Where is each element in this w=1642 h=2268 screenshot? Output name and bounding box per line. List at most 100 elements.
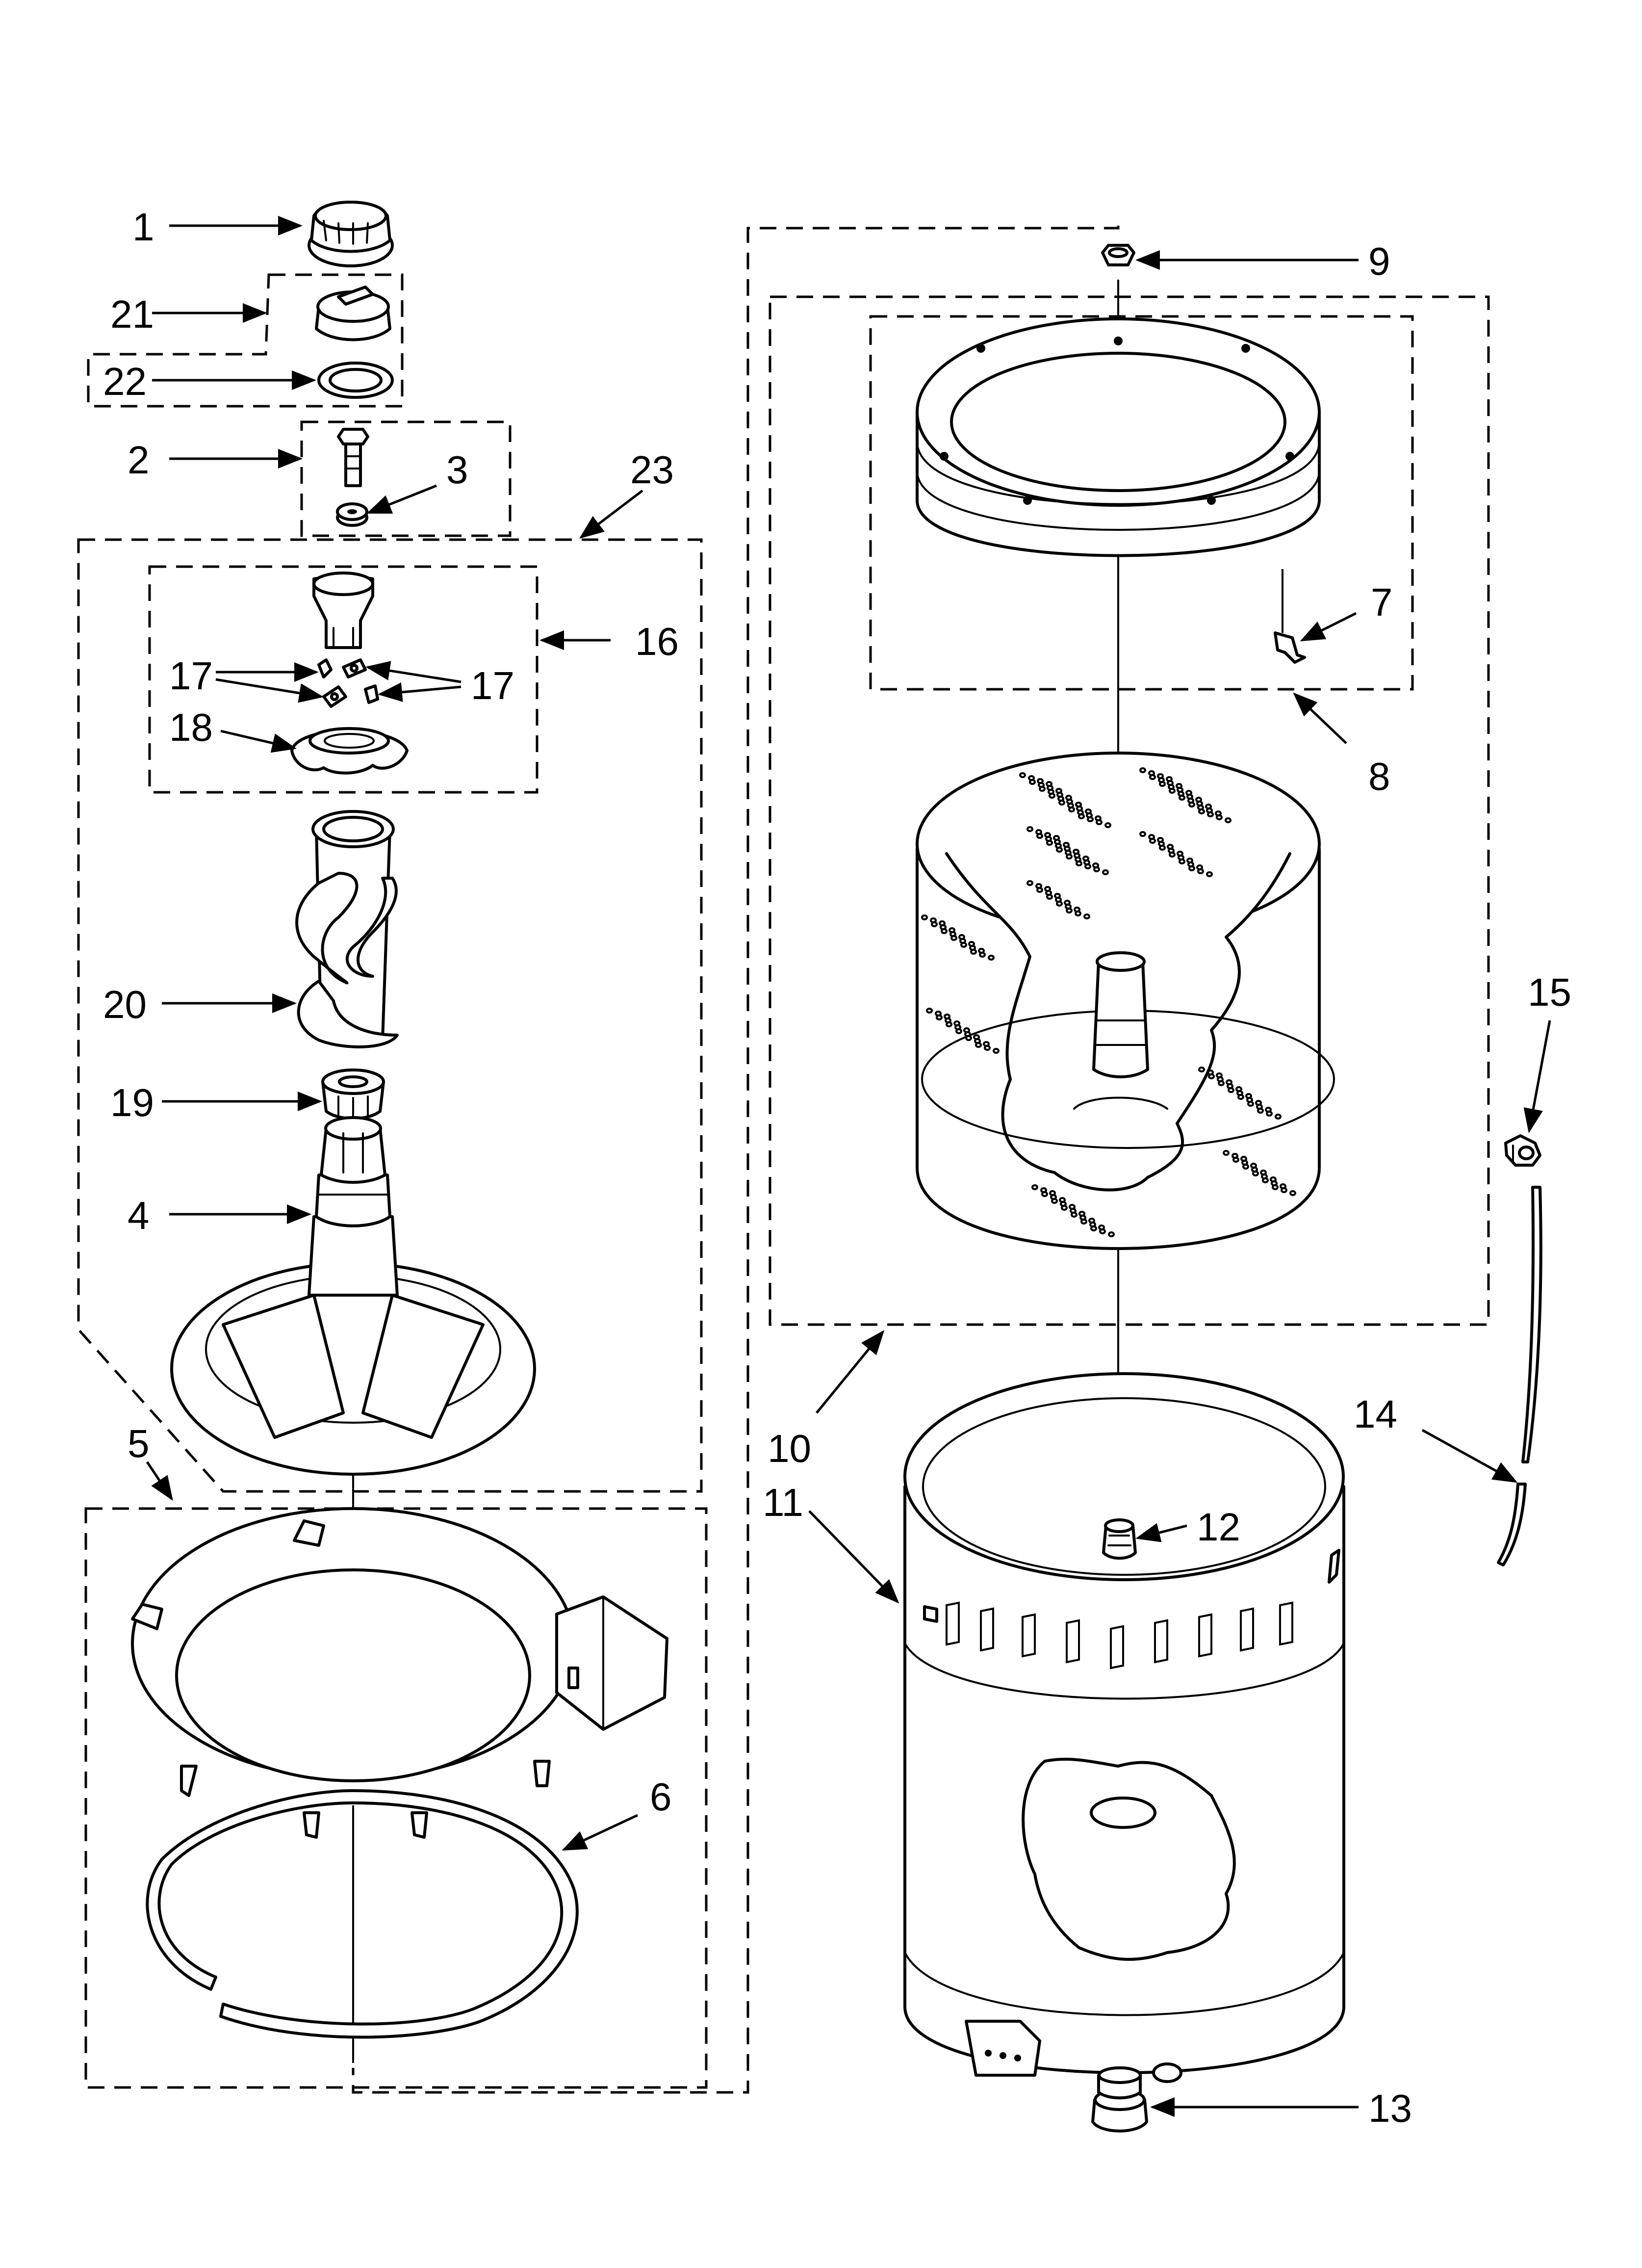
leader-lines xyxy=(146,216,1551,2117)
basket-hole xyxy=(983,1041,990,1047)
basket-hole xyxy=(1289,1190,1296,1196)
label-22: 22 xyxy=(103,360,147,403)
label-12: 12 xyxy=(1197,1505,1240,1549)
basket-hole xyxy=(1026,826,1033,832)
part-17-dogs xyxy=(317,658,379,708)
basket-hole xyxy=(1260,1170,1267,1175)
basket-hole xyxy=(1195,797,1202,803)
label-18: 18 xyxy=(169,705,213,749)
basket-hole xyxy=(1235,1086,1242,1092)
part-5-tub-ring xyxy=(131,1507,668,1839)
basket-hole xyxy=(1083,913,1090,919)
label-13: 13 xyxy=(1368,2086,1412,2130)
label-5: 5 xyxy=(128,1422,150,1465)
part-10-basket-holes xyxy=(921,767,1296,1237)
basket-hole xyxy=(1035,829,1042,835)
part-15-clamp xyxy=(1504,1134,1541,1167)
basket-hole xyxy=(963,1027,970,1033)
basket-hole xyxy=(973,1034,980,1040)
part-11-outer-tub xyxy=(903,1372,1345,2083)
part-10-basket xyxy=(916,752,1335,1250)
basket-hole xyxy=(1176,783,1182,789)
basket-hole xyxy=(1240,1156,1247,1162)
part-12-drive-block xyxy=(1102,1518,1137,1560)
basket-hole xyxy=(1040,1187,1047,1193)
basket-hole xyxy=(1270,1176,1277,1182)
basket-hole xyxy=(1157,773,1164,779)
basket-hole xyxy=(1028,775,1035,781)
basket-hole xyxy=(1075,802,1082,808)
label-4: 4 xyxy=(128,1194,150,1237)
basket-hole xyxy=(1031,1184,1038,1190)
basket-hole xyxy=(1196,864,1203,870)
basket-hole xyxy=(1166,776,1173,782)
part-21 xyxy=(315,286,391,341)
basket-hole xyxy=(968,941,975,947)
basket-hole xyxy=(1215,810,1222,816)
basket-hole xyxy=(1044,832,1051,838)
part-11-tub-slots xyxy=(946,1601,1293,1669)
label-21: 21 xyxy=(110,292,154,336)
basket-hole xyxy=(1104,822,1111,828)
box-10 xyxy=(769,295,1490,1326)
basket-hole xyxy=(1046,781,1052,787)
basket-hole xyxy=(921,914,928,920)
part-19-coupling xyxy=(321,1069,385,1120)
tub-slot xyxy=(1154,1619,1168,1664)
basket-hole xyxy=(1063,842,1070,848)
tub-slot xyxy=(1240,1607,1254,1652)
basket-hole xyxy=(1035,883,1042,889)
tub-slot xyxy=(980,1607,994,1652)
tub-slot xyxy=(1110,1625,1124,1669)
basket-hole xyxy=(1078,1211,1085,1217)
tub-slot xyxy=(1022,1613,1036,1658)
box-8 xyxy=(869,315,1414,691)
part-3-washer xyxy=(336,502,368,527)
basket-hole xyxy=(1245,1093,1252,1099)
basket-hole xyxy=(1026,880,1033,886)
basket-hole xyxy=(1206,871,1213,877)
part-6-ring xyxy=(146,1789,579,2039)
basket-hole xyxy=(1226,1079,1232,1085)
label-1: 1 xyxy=(132,205,154,249)
part-8-balance-ring xyxy=(916,317,1321,557)
tub-slot xyxy=(1066,1619,1080,1664)
label-11: 11 xyxy=(763,1481,803,1524)
basket-hole xyxy=(1088,1218,1095,1224)
basket-hole xyxy=(1157,837,1164,843)
basket-hole xyxy=(1207,1069,1214,1075)
basket-hole xyxy=(1019,772,1026,778)
basket-hole xyxy=(993,1048,1000,1054)
box-5 xyxy=(84,1507,708,2089)
basket-hole xyxy=(1108,1231,1115,1237)
part-18-ratchet xyxy=(290,727,409,775)
basket-hole xyxy=(1049,1190,1056,1196)
label-16: 16 xyxy=(635,620,679,663)
callout-labels: 1 21 22 2 3 23 16 17 17 18 20 19 4 5 6 9… xyxy=(103,205,1571,2130)
basket-hole xyxy=(939,920,946,926)
label-3: 3 xyxy=(446,448,468,492)
basket-hole xyxy=(1280,1183,1286,1189)
basket-hole xyxy=(1139,767,1146,773)
basket-hole xyxy=(1216,1072,1223,1078)
basket-hole xyxy=(1177,851,1183,857)
tub-slot xyxy=(1198,1613,1212,1658)
group-boxes xyxy=(77,226,1490,2094)
basket-hole xyxy=(1167,844,1174,850)
basket-hole xyxy=(926,1008,933,1014)
part-16-cam xyxy=(312,572,374,649)
basket-hole xyxy=(1102,869,1109,875)
basket-hole xyxy=(1069,1204,1076,1210)
box-23 xyxy=(77,538,703,1493)
basket-hole xyxy=(978,948,985,954)
basket-hole xyxy=(1205,804,1212,809)
basket-hole xyxy=(949,927,955,933)
basket-hole xyxy=(1059,1197,1066,1203)
tub-slot xyxy=(1279,1601,1293,1646)
basket-hole xyxy=(1148,834,1155,840)
basket-hole xyxy=(953,1020,960,1026)
basket-hole xyxy=(1275,1114,1282,1120)
basket-hole xyxy=(1255,1100,1262,1106)
part-20-auger xyxy=(295,810,399,1048)
basket-hole xyxy=(1186,858,1193,863)
